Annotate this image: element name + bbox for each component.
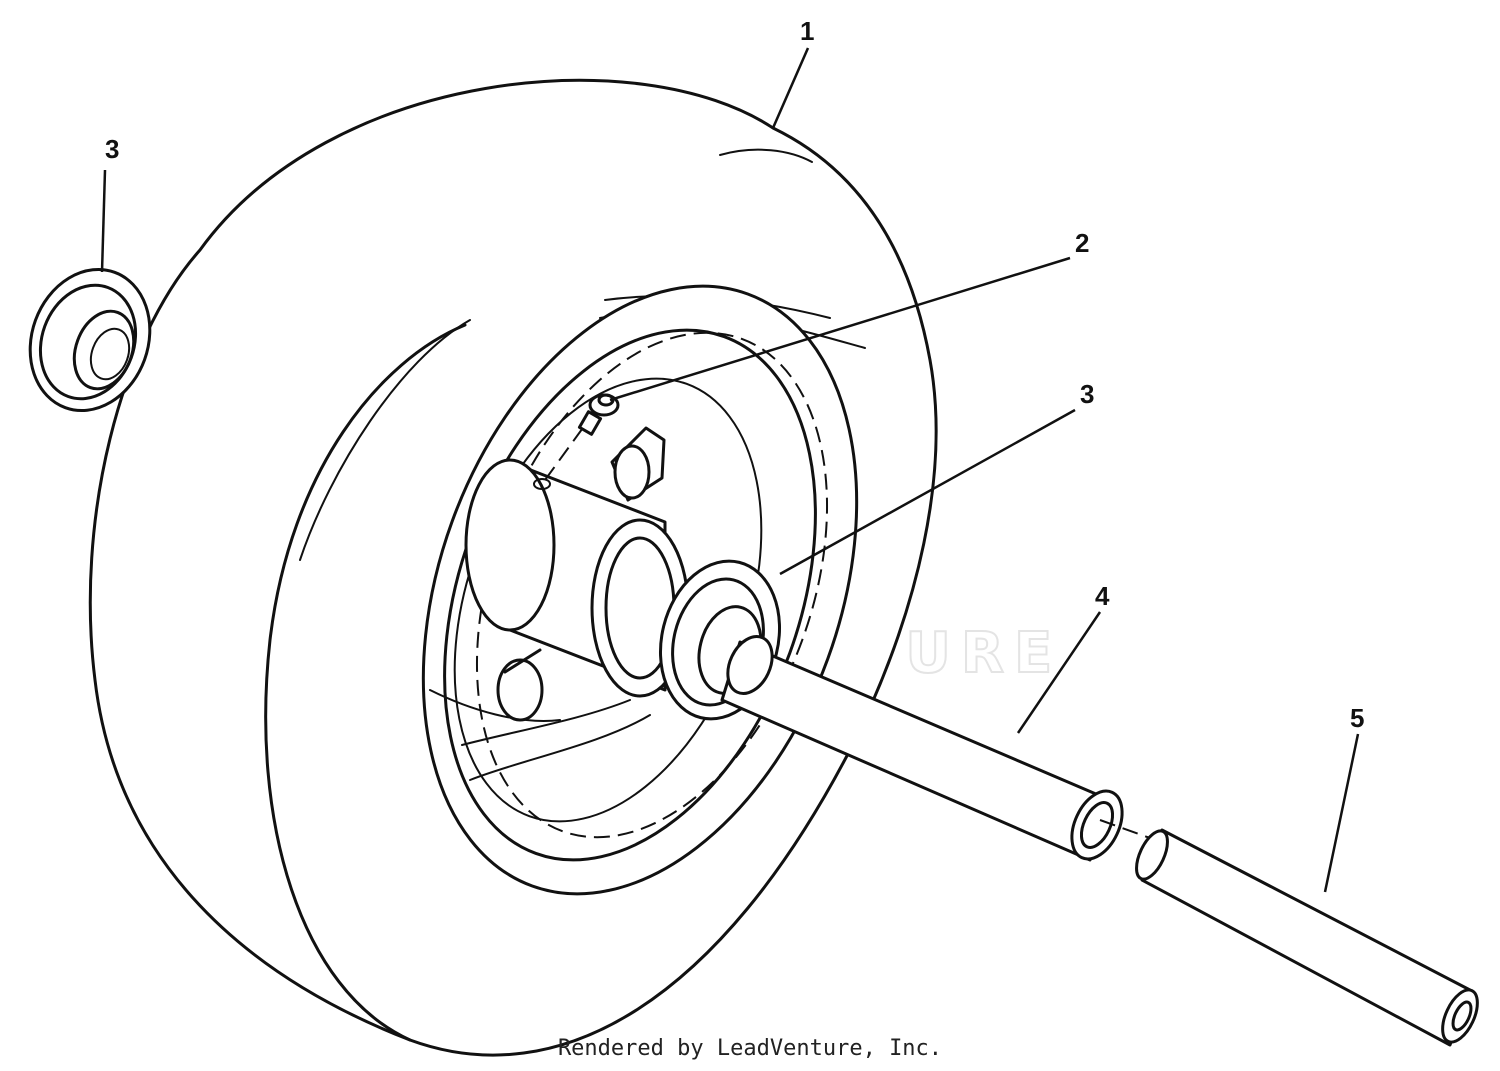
hub-boss-upper — [610, 426, 666, 502]
bearing-outer — [28, 267, 152, 413]
leader-bearing-inner — [779, 408, 1076, 576]
leader-lines — [100, 47, 1360, 893]
axle-bolt — [1135, 828, 1479, 1047]
callout-spacer-tube: 4 — [1095, 581, 1110, 611]
callout-grease-fitting: 2 — [1075, 228, 1089, 258]
hub-boss-lower — [496, 648, 544, 722]
leader-grease-fitting — [609, 256, 1071, 402]
spacer-tube — [720, 635, 1124, 862]
leader-axle-bolt — [1323, 733, 1360, 893]
callouts: 1 2 3 3 4 5 — [105, 16, 1364, 733]
callout-bearing-outer: 3 — [105, 134, 119, 164]
callout-axle-bolt: 5 — [1350, 703, 1364, 733]
leader-bearing-outer — [100, 169, 107, 273]
callout-bearing-inner: 3 — [1080, 379, 1094, 409]
leader-tire — [771, 47, 810, 129]
callout-tire: 1 — [800, 16, 814, 46]
axle-centerline — [1099, 819, 1151, 839]
footer-credit: Rendered by LeadVenture, Inc. — [557, 1036, 943, 1061]
leader-spacer-tube — [1016, 611, 1102, 734]
